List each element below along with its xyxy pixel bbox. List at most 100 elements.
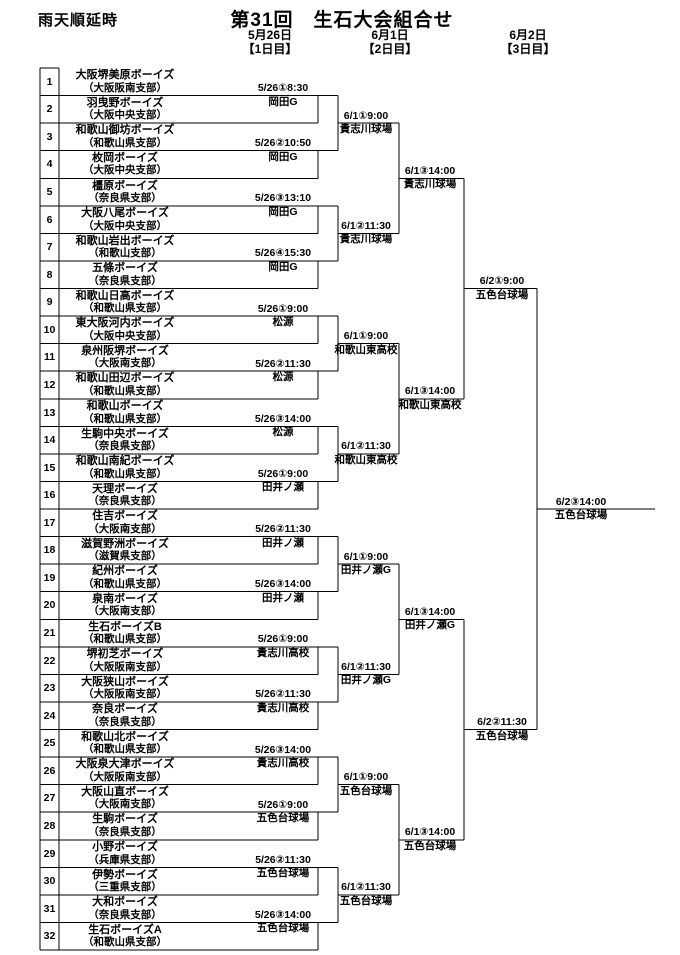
match-venue: 田井ノ瀬 (262, 481, 304, 494)
seed-number: 27 (43, 792, 56, 805)
team-branch: （和歌山県支部） (83, 633, 167, 646)
team-cell: 天理ボーイズ（奈良県支部） (60, 481, 190, 509)
team-branch: （大阪阪南支部） (83, 660, 167, 673)
match-time: 5/26②10:50 (254, 137, 312, 150)
match-venue: 貴志川球場 (403, 178, 457, 191)
team-branch: （大阪阪南支部） (83, 770, 167, 783)
seed-number: 7 (46, 241, 53, 254)
team-name: 大阪泉大津ボーイズ (75, 758, 175, 771)
seed-number: 9 (46, 296, 53, 309)
team-cell: 泉州阪堺ボーイズ（大阪南支部） (60, 344, 190, 372)
match-time: 5/26①9:00 (257, 467, 309, 480)
team-cell: 小野ボーイズ（兵庫県支部） (60, 840, 190, 868)
match-venue: 和歌山東高校 (334, 343, 398, 356)
seed-number: 29 (43, 847, 56, 860)
team-cell: 橿原ボーイズ（奈良県支部） (60, 178, 190, 206)
match-time: 6/2①9:00 (479, 275, 525, 287)
team-name: 橿原ボーイズ (92, 179, 158, 192)
seed-number: 31 (43, 902, 56, 915)
seed-number: 1 (46, 75, 53, 88)
seed-number: 17 (43, 516, 56, 529)
team-branch: （和歌山支部） (88, 247, 162, 260)
seed-number: 32 (43, 930, 56, 943)
match-time: 6/1②11:30 (341, 660, 391, 673)
match-time: 6/1③14:00 (404, 164, 456, 177)
match-venue: 和歌山東高校 (334, 453, 398, 466)
match-time: 5/26②11:30 (255, 853, 311, 866)
team-cell: 五條ボーイズ（奈良県支部） (60, 261, 190, 289)
seed-number: 24 (43, 709, 56, 722)
seed-number: 5 (46, 186, 53, 199)
match-venue: 和歌山東高校 (398, 398, 462, 411)
match-venue: 松源 (272, 371, 294, 384)
team-branch: （大阪南支部） (88, 357, 162, 370)
team-branch: （和歌山県支部） (83, 577, 167, 590)
team-branch: （奈良県支部） (88, 192, 162, 205)
team-cell: 大阪泉大津ボーイズ（大阪阪南支部） (60, 757, 190, 785)
match-venue: 五色台球場 (256, 867, 310, 880)
team-name: 和歌山岩出ボーイズ (75, 234, 175, 247)
team-cell: 和歌山田辺ボーイズ（和歌山県支部） (60, 371, 190, 399)
team-branch: （奈良県支部） (88, 440, 162, 453)
seed-number: 13 (43, 406, 56, 419)
match-venue: 岡田G (268, 95, 298, 108)
team-name: 和歌山田辺ボーイズ (75, 372, 175, 385)
team-branch: （和歌山県支部） (83, 412, 167, 425)
seed-number: 2 (46, 103, 53, 116)
team-name: 住吉ボーイズ (92, 510, 158, 523)
team-cell: 和歌山ボーイズ（和歌山県支部） (60, 399, 190, 427)
team-name: 和歌山御坊ボーイズ (75, 124, 175, 137)
team-name: 大阪八尾ボーイズ (81, 207, 169, 220)
team-name: 生石ボーイズA (88, 923, 162, 936)
team-name: 堺初芝ボーイズ (86, 648, 164, 661)
team-branch: （大阪阪南支部） (83, 81, 167, 94)
team-branch: （奈良県支部） (88, 715, 162, 728)
match-time: 5/26③14:00 (254, 743, 312, 756)
team-branch: （大阪南支部） (88, 798, 162, 811)
match-time: 6/1①9:00 (343, 771, 389, 784)
team-cell: 大和ボーイズ（奈良県支部） (60, 895, 190, 923)
team-name: 伊勢ボーイズ (92, 868, 158, 881)
team-name: 奈良ボーイズ (92, 703, 158, 716)
team-cell: 堺初芝ボーイズ（大阪阪南支部） (60, 647, 190, 675)
team-name: 生駒ボーイズ (92, 813, 158, 826)
team-name: 生石ボーイズB (88, 620, 162, 633)
match-time: 6/1①9:00 (343, 109, 389, 122)
team-name: 生駒中央ボーイズ (81, 427, 169, 440)
team-cell: 滋賀野洲ボーイズ（滋賀県支部） (60, 537, 190, 565)
team-branch: （大阪中央支部） (83, 164, 167, 177)
seed-number: 15 (43, 461, 56, 474)
team-cell: 生石ボーイズB（和歌山県支部） (60, 619, 190, 647)
match-venue: 貴志川高校 (256, 646, 310, 659)
match-venue: 松源 (272, 316, 294, 329)
day-header-1: 5月26日 【1日目】 (210, 28, 330, 56)
team-name: 和歌山日高ボーイズ (75, 289, 175, 302)
team-branch: （大阪中央支部） (83, 109, 167, 122)
match-venue: 岡田G (268, 150, 298, 163)
match-time: 5/26①8:30 (257, 82, 309, 95)
match-venue: 田井ノ瀬 (262, 536, 304, 549)
match-time: 6/1③14:00 (404, 385, 456, 398)
seed-number: 4 (46, 158, 53, 171)
seed-number: 21 (43, 627, 56, 640)
match-venue: 五色台球場 (339, 894, 393, 907)
seed-number: 18 (43, 544, 56, 557)
match-venue: 田井ノ瀬G (340, 674, 392, 687)
day2-date: 6月1日 (371, 28, 409, 42)
team-cell: 和歌山南紀ボーイズ（和歌山県支部） (60, 454, 190, 482)
match-time: 6/1③14:00 (404, 605, 456, 618)
seed-number: 14 (43, 434, 56, 447)
